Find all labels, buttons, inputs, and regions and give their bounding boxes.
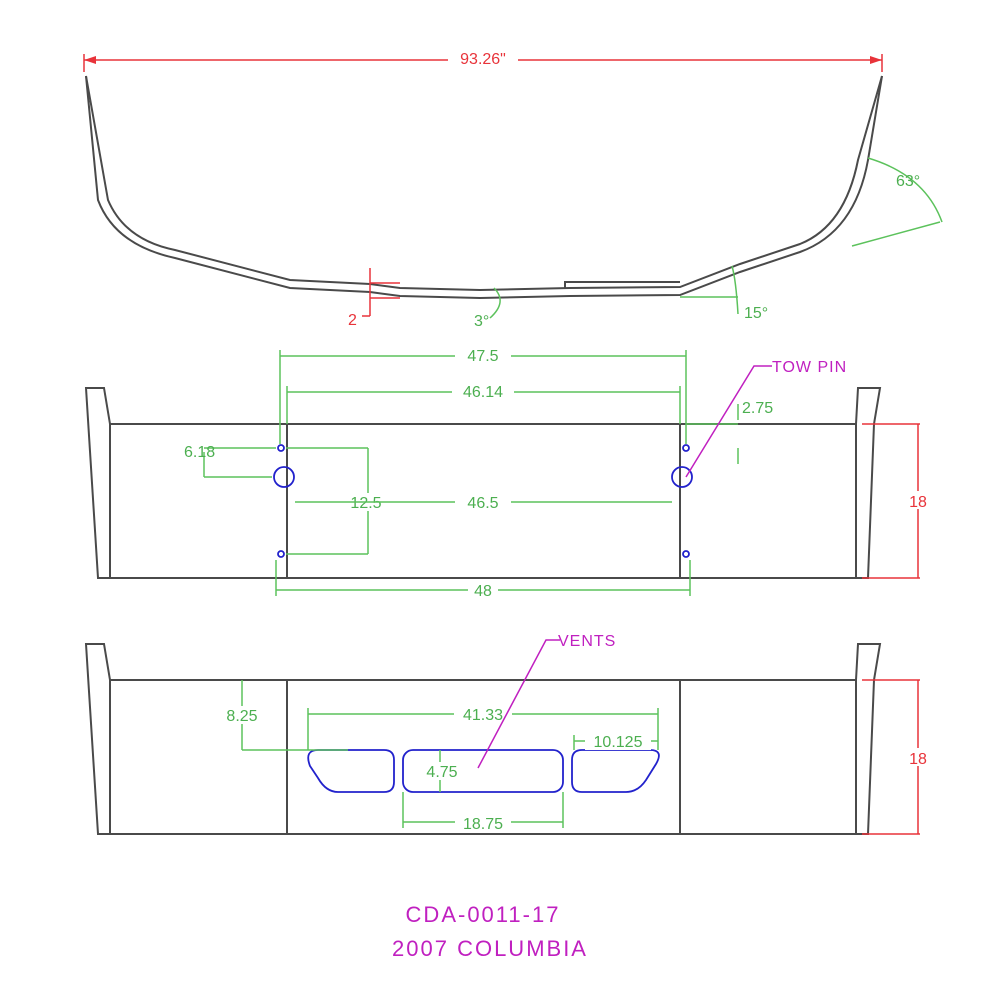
vents-leader (477, 639, 560, 769)
arrow-right-icon (870, 56, 882, 64)
front-left-endcap (84, 387, 111, 579)
vent-left-endcap (84, 643, 111, 835)
vents-label: VENTS (558, 633, 616, 650)
dim-10-125-label: 10.125 (594, 734, 643, 751)
angle-63-label: 63° (896, 173, 920, 190)
vent-right (571, 749, 660, 793)
mount-hole-bottom-right (682, 550, 690, 558)
tow-pin-label: TOW PIN (772, 359, 847, 376)
tow-pin-hole-left (273, 466, 295, 488)
bumper-plan-inner (85, 75, 883, 292)
step-height-label: 2 (348, 312, 357, 329)
part-number: CDA-0011-17 (406, 902, 561, 927)
dim-47-5-label: 47.5 (467, 348, 498, 365)
top-view: 93.26" 63° 15° 3° 2 (83, 48, 943, 330)
vent-center (402, 749, 564, 793)
front-right-endcap (855, 387, 882, 579)
angle-3-label: 3° (474, 313, 489, 330)
arrow-left-icon (84, 56, 96, 64)
dim-48-label: 48 (474, 583, 492, 600)
mount-hole-top-right (682, 444, 690, 452)
angle-15-label: 15° (744, 305, 768, 322)
vent-face (109, 679, 857, 835)
overall-width-label: 93.26" (460, 51, 506, 68)
dim-46-5-label: 46.5 (467, 495, 498, 512)
vent-right-endcap (855, 643, 882, 835)
vent-view: 8.25 41.33 10.125 4.75 18.75 18 VENTS (84, 633, 930, 835)
mount-hole-top-left (277, 444, 285, 452)
vent-height-label: 18 (909, 751, 927, 768)
vent-left (307, 749, 395, 793)
front-height-label: 18 (909, 494, 927, 511)
bumper-plan-notch (564, 281, 680, 288)
title-block: CDA-0011-17 2007 COLUMBIA (392, 902, 588, 961)
angle-63-arc (867, 157, 943, 223)
dim-8-25-label: 8.25 (226, 708, 257, 725)
dim-4-75-label: 4.75 (426, 764, 457, 781)
front-face (109, 423, 857, 579)
tow-pin-leader (685, 365, 772, 478)
dim-2-75-label: 2.75 (742, 400, 773, 417)
bumper-plan-outer (85, 75, 883, 300)
angle-15-arc (731, 265, 739, 315)
front-view: 47.5 46.14 2.75 6.18 12.5 46.5 (84, 344, 930, 600)
tow-pin-hole-right (671, 466, 693, 488)
dim-12-5-label: 12.5 (350, 495, 381, 512)
dim-46-14-label: 46.14 (463, 384, 503, 401)
dim-6-18-label: 6.18 (184, 444, 215, 461)
model-name: 2007 COLUMBIA (392, 936, 588, 961)
angle-3-arc (489, 287, 501, 319)
angle-63-ref (851, 221, 941, 247)
dim-41-33-label: 41.33 (463, 707, 503, 724)
dim-18-75-label: 18.75 (463, 816, 503, 833)
mount-hole-bottom-left (277, 550, 285, 558)
